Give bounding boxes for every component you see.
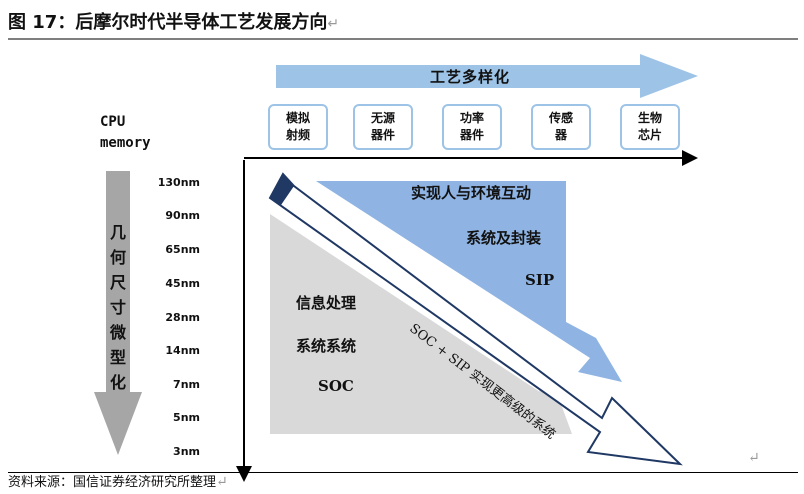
soc-line-3: SOC: [318, 377, 354, 395]
miniaturization-arrow: [94, 171, 142, 455]
miniaturization-char: 化: [109, 373, 126, 392]
process-node-tick: 5nm: [173, 411, 200, 424]
process-node-tick: 28nm: [165, 311, 200, 324]
sip-line-3: SIP: [525, 271, 555, 289]
process-node-tick: 7nm: [173, 378, 200, 391]
paragraph-mark: ↵: [327, 16, 340, 32]
process-node-tick: 130nm: [157, 176, 200, 189]
box-rf: 模拟 射频: [268, 104, 328, 150]
source-text: 资料来源：国信证券经济研究所整理: [8, 475, 217, 490]
sip-line-2: 系统及封装: [466, 229, 542, 247]
miniaturization-label: 几何尺寸微型化: [106, 220, 130, 395]
box-passive: 无源 器件: [353, 104, 413, 150]
diversification-arrow: [276, 54, 698, 98]
soc-sip-arrow-cap: [270, 174, 294, 205]
figure-title: 图 17：后摩尔时代半导体工艺发展方向↵: [8, 8, 798, 40]
process-node-tick: 45nm: [165, 277, 200, 290]
paragraph-mark-bottom: ↵: [748, 450, 760, 466]
soc-triangle: [270, 214, 572, 434]
miniaturization-char: 型: [109, 348, 126, 367]
soc-line-1: 信息处理: [296, 294, 357, 312]
diversification-label: 工艺多样化: [430, 68, 511, 86]
process-node-tick: 90nm: [165, 209, 200, 222]
process-node-tick: 14nm: [165, 344, 200, 357]
miniaturization-char: 尺: [109, 273, 126, 292]
miniaturization-char: 何: [109, 248, 126, 267]
cpu-label: CPU: [100, 114, 126, 130]
box-sensor: 传感 器: [531, 104, 591, 150]
sip-line-1: 实现人与环境互动: [411, 184, 532, 202]
soc-line-2: 系统系统: [296, 337, 357, 355]
process-node-tick: 65nm: [165, 243, 200, 256]
sip-triangle: [316, 181, 622, 382]
miniaturization-char: 几: [109, 223, 126, 242]
box-power: 功率 器件: [442, 104, 502, 150]
memory-label: memory: [100, 135, 151, 151]
box-biochip: 生物 芯片: [620, 104, 680, 150]
process-node-tick: 3nm: [173, 445, 200, 458]
miniaturization-char: 寸: [109, 298, 126, 317]
source-note: 资料来源：国信证券经济研究所整理↵: [8, 472, 798, 492]
cpu-memory-label: CPU memory: [100, 112, 151, 154]
paragraph-mark-source: ↵: [216, 474, 228, 490]
miniaturization-char: 微: [109, 323, 126, 342]
soc-sip-arrow: [268, 172, 683, 466]
figure-title-text: 图 17：后摩尔时代半导体工艺发展方向: [8, 12, 328, 33]
